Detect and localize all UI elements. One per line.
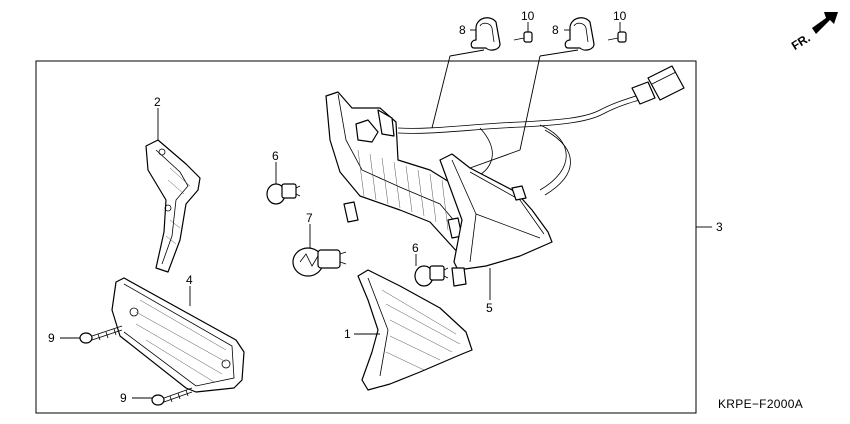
lower-lens bbox=[111, 277, 245, 393]
bulb-small-lower bbox=[414, 265, 449, 287]
diagram-code: KRPE−F2000A bbox=[718, 397, 803, 411]
front-direction-label: FR. bbox=[789, 31, 813, 53]
leader-lines bbox=[60, 22, 712, 399]
screw-left-lower bbox=[151, 387, 193, 406]
wire-clip-right bbox=[564, 17, 595, 51]
callout-8-right: 8 bbox=[552, 23, 559, 37]
assembly-frame bbox=[35, 60, 697, 414]
callout-6-upper: 6 bbox=[272, 149, 279, 163]
wire-clip-left bbox=[470, 17, 501, 51]
turn-signal-lens bbox=[357, 269, 473, 391]
callouts: 2 6 7 4 9 9 1 6 5 3 8 8 10 10 bbox=[48, 9, 723, 405]
callout-5: 5 bbox=[486, 301, 493, 315]
callout-4: 4 bbox=[186, 273, 193, 287]
screw-top-left bbox=[513, 31, 533, 43]
reflector-strip bbox=[145, 139, 201, 273]
callout-10-right: 10 bbox=[613, 9, 627, 23]
bulb-large bbox=[292, 247, 347, 277]
callout-2: 2 bbox=[154, 95, 161, 109]
turn-signal-housing bbox=[439, 153, 553, 287]
bulb-small-upper bbox=[266, 183, 301, 205]
screw-left-upper bbox=[79, 325, 123, 344]
screw-top-right bbox=[607, 31, 627, 43]
callout-3: 3 bbox=[716, 220, 723, 234]
callout-6-lower: 6 bbox=[412, 241, 419, 255]
callout-1: 1 bbox=[344, 327, 351, 341]
wire-connector bbox=[631, 65, 685, 105]
front-direction-arrow bbox=[812, 12, 838, 34]
callout-7: 7 bbox=[306, 211, 313, 225]
callout-10-left: 10 bbox=[521, 9, 535, 23]
callout-9-lower: 9 bbox=[120, 391, 127, 405]
callout-9-upper: 9 bbox=[48, 331, 55, 345]
callout-8-left: 8 bbox=[459, 23, 466, 37]
